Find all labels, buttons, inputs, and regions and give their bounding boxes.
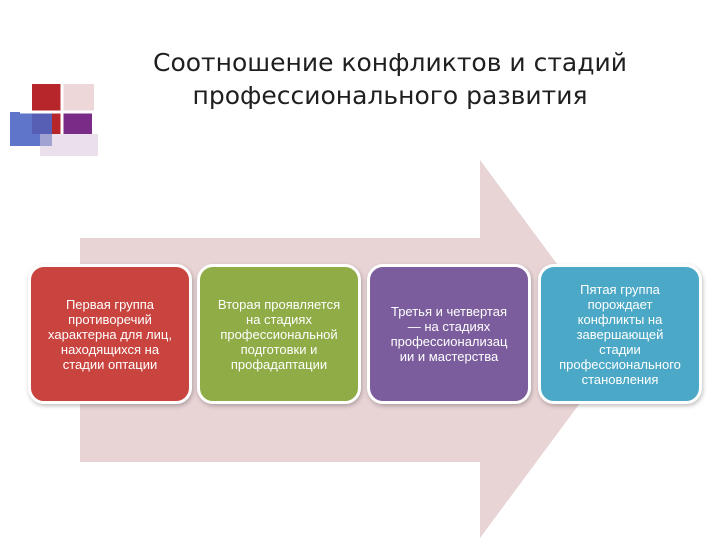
stage-box-2-text: Вторая проявляется на стадиях профессион… <box>218 297 340 372</box>
decorative-squares-icon <box>10 78 100 156</box>
stage-box-4: Пятая группа порождает конфликты на заве… <box>538 264 702 404</box>
stage-box-1-line: стадии оптации <box>62 356 158 372</box>
stage-box-4-text: Пятая группа порождает конфликты на заве… <box>559 282 681 387</box>
stage-box-2-line: Вторая проявляется <box>217 296 341 312</box>
stage-box-1-line: противоречий <box>68 311 152 327</box>
deco-purple-square <box>62 112 92 134</box>
stage-box-3: Третья и четвертая — на стадиях професси… <box>367 264 531 404</box>
stage-box-4-line: завершающей <box>576 326 664 342</box>
title-line-2: профессионального развития <box>192 81 588 110</box>
deco-soft-square <box>40 134 98 156</box>
stage-box-1-line: находящихся на <box>60 341 160 357</box>
stage-box-3-line: — на стадиях <box>407 319 491 334</box>
stage-box-4-line: профессионального <box>559 356 681 372</box>
stage-box-2-line: профадаптации <box>230 356 328 372</box>
stage-box-4-line: порождает <box>587 296 653 312</box>
stage-box-2-line: профессиональной <box>220 326 338 342</box>
stage-box-3-text: Третья и четвертая — на стадиях професси… <box>391 304 508 364</box>
stage-box-3-line: Третья и четвертая <box>390 304 508 319</box>
stage-box-4-line: Пятая группа <box>580 281 660 297</box>
stage-box-2-line: на стадиях <box>246 311 312 327</box>
stage-box-4-line: стадии <box>599 341 641 357</box>
stage-box-1-line: характерна для лиц, <box>48 326 172 342</box>
stage-box-3-line: профессионализац <box>390 334 508 349</box>
stage-box-2: Вторая проявляется на стадиях профессион… <box>197 264 361 404</box>
stage-box-4-line: становления <box>581 371 659 387</box>
page-title: Соотношение конфликтов и стадий професси… <box>110 46 670 112</box>
stage-box-1-line: Первая группа <box>65 296 155 312</box>
title-line-1: Соотношение конфликтов и стадий <box>152 48 627 77</box>
stage-box-2-line: подготовки и <box>240 341 318 357</box>
deco-light-square <box>62 84 94 112</box>
stage-box-3-line: ии и мастерства <box>399 349 499 364</box>
stage-box-4-line: конфликты на <box>577 311 663 327</box>
stage-box-1: Первая группа противоречий характерна дл… <box>28 264 192 404</box>
stage-box-1-text: Первая группа противоречий характерна дл… <box>48 297 172 372</box>
